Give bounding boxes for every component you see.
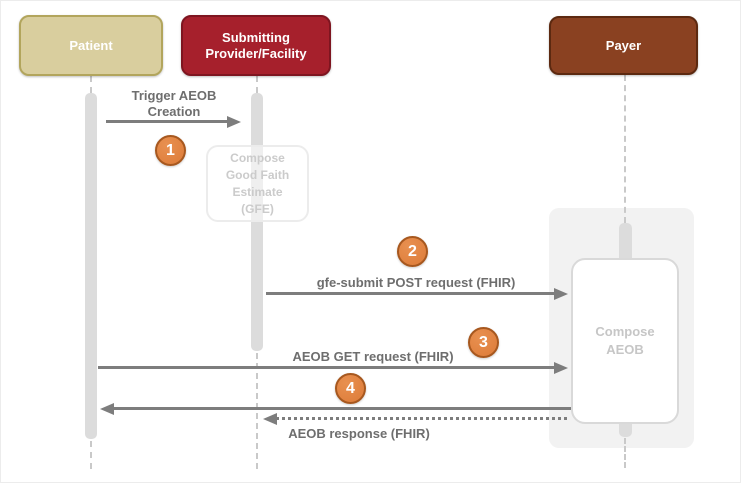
message-label-3: AEOB GET request (FHIR) [292, 349, 454, 364]
actor-provider-label: Submitting Provider/Facility [205, 29, 307, 61]
message-arrow-1 [106, 115, 241, 128]
process-box-aeob: Compose AEOB [571, 258, 679, 424]
step-badge-1: 1 [155, 135, 186, 166]
activation-bar-provider [251, 93, 263, 351]
arrowhead-right-icon [227, 115, 241, 128]
step-badge-2: 2 [397, 236, 428, 267]
message-arrow-4-dotted [263, 412, 569, 425]
arrowhead-left-icon [100, 402, 114, 415]
message-arrow-2 [266, 287, 568, 300]
process-aeob-label: Compose AEOB [595, 324, 655, 357]
activation-bar-patient [85, 93, 97, 439]
step-badge-3: 3 [468, 327, 499, 358]
lifeline-provider-upper [256, 76, 258, 93]
arrowhead-left-icon [263, 412, 277, 425]
actor-patient-label: Patient [69, 37, 113, 53]
message-label-4: AEOB response (FHIR) [288, 426, 430, 441]
actor-payer-label: Payer [605, 37, 642, 53]
message-arrow-4-solid [100, 402, 571, 415]
lifeline-payer-lower [624, 438, 626, 468]
message-label-1: Trigger AEOB Creation [131, 88, 217, 119]
process-box-gfe: Compose Good Faith Estimate (GFE) [206, 145, 309, 222]
message-label-2: gfe-submit POST request (FHIR) [316, 275, 516, 290]
actor-provider: Submitting Provider/Facility [181, 15, 331, 76]
actor-payer: Payer [549, 16, 698, 75]
arrowhead-right-icon [554, 287, 568, 300]
arrowhead-right-icon [554, 361, 568, 374]
lifeline-patient-lower [90, 441, 92, 469]
actor-patient: Patient [19, 15, 163, 76]
lifeline-provider-lower [256, 353, 258, 469]
step-badge-4: 4 [335, 373, 366, 404]
process-gfe-label: Compose Good Faith Estimate (GFE) [225, 150, 290, 216]
lifeline-payer-upper [624, 75, 626, 223]
message-arrow-3 [98, 361, 568, 374]
lifeline-patient-upper [90, 76, 92, 93]
